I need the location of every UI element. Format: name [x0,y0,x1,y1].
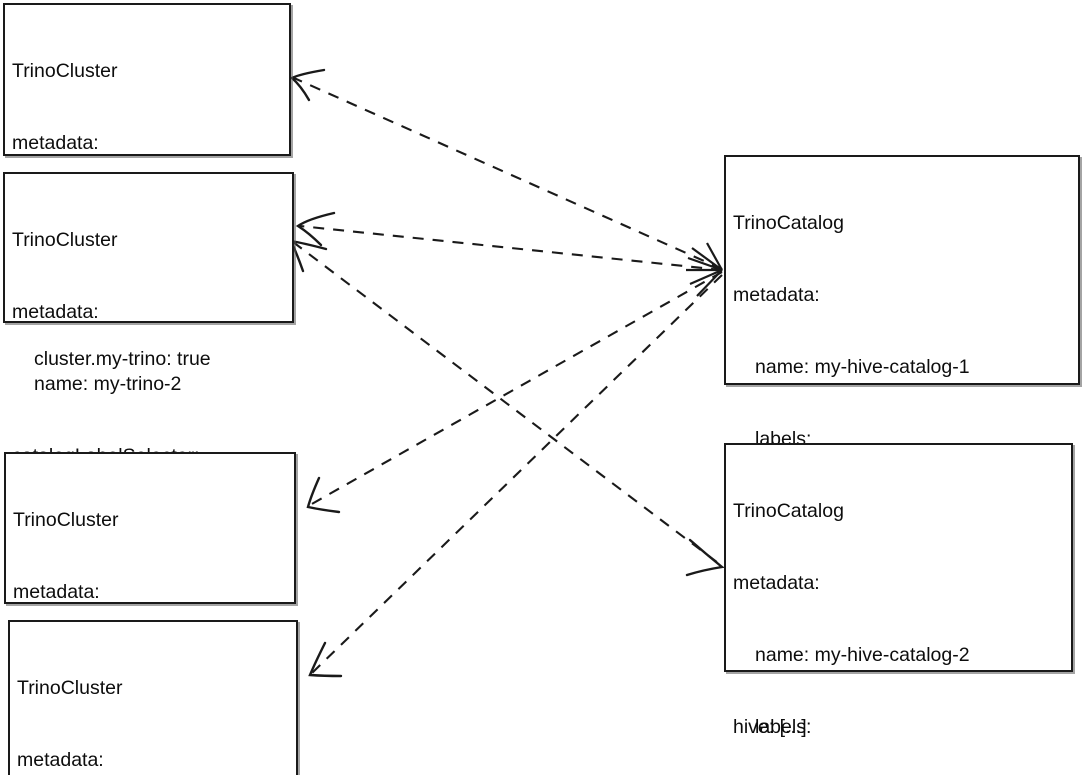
node-line: name: my-trino-2 [34,373,182,395]
node-line: TrinoCluster [12,229,118,251]
edge-catalog1-to-my-trino-green [308,274,723,678]
node-trinocluster-my-trino-blue[interactable]: TrinoCluster metadata: name: my-trino-bl… [4,452,296,747]
node-line: metadata: [12,132,99,154]
node-line: TrinoCluster [17,677,123,699]
edge-catalog1-to-my-trino-2 [295,211,723,272]
node-line: metadata: [733,284,820,306]
node-line: name: my-hive-catalog-2 [755,644,970,666]
node-line: metadata: [12,301,99,323]
edge-my-trino-2-to-catalog2 [288,239,725,577]
node-line: TrinoCatalog [733,500,844,522]
node-trinocatalog-my-hive-catalog-1[interactable]: TrinoCatalog metadata: name: my-hive-cat… [724,155,1080,738]
node-line: metadata: [17,749,104,771]
node-line: TrinoCluster [12,60,118,82]
node-line: hive: [...] [733,716,807,738]
node-trinocluster-my-trino-green[interactable]: TrinoCluster metadata: name: my-trino-gr… [8,620,298,775]
edge-catalog1-to-my-trino [289,68,723,270]
node-trinocluster-my-trino[interactable]: TrinoCluster metadata: name: my-trino ca… [3,3,291,370]
node-trinocatalog-my-hive-catalog-2[interactable]: TrinoCatalog metadata: name: my-hive-cat… [724,443,1073,738]
node-line: labels: [755,716,812,738]
edge-convergence-marks [686,242,723,297]
node-line: metadata: [733,572,820,594]
node-line: TrinoCluster [13,509,119,531]
node-line: metadata: [13,581,100,603]
node-line: cluster.my-trino: true [34,348,211,370]
node-body: TrinoCluster metadata: name: my-trino-gr… [17,628,296,775]
node-line: TrinoCatalog [733,212,844,234]
edge-catalog1-to-my-trino-blue [306,271,723,514]
node-body: TrinoCatalog metadata: name: my-hive-cat… [733,451,1071,775]
node-line: name: my-hive-catalog-1 [755,356,970,378]
node-trinocluster-my-trino-2[interactable]: TrinoCluster metadata: name: my-trino-2 … [3,172,294,539]
